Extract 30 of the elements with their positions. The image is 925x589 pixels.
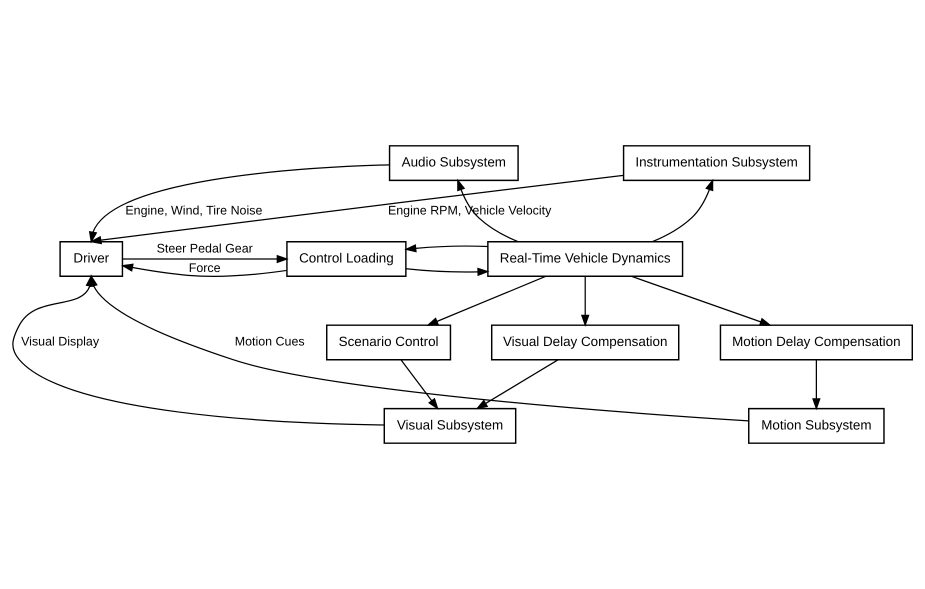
edge-label: Steer Pedal Gear (156, 242, 253, 256)
arrow (121, 263, 287, 277)
arrow (90, 274, 749, 422)
arrow (476, 359, 558, 410)
node-box: Instrumentation Subsystem (622, 145, 810, 182)
node-box: Real-Time Vehicle Dynamics (487, 241, 684, 277)
edge-label: Engine, Wind, Tire Noise (125, 203, 262, 218)
edge-label: Motion Cues (234, 334, 305, 349)
arrow (812, 360, 821, 410)
node-box: Control Loading (286, 241, 407, 277)
arrow (580, 276, 590, 327)
node-box: Motion Delay Compensation (720, 324, 913, 360)
arrow (457, 178, 518, 242)
arrow (89, 174, 624, 244)
edge-label: Force (188, 260, 221, 275)
node-box: Visual Subsystem (384, 408, 516, 444)
arrow (88, 164, 390, 244)
node-box: Driver (59, 241, 124, 277)
arrow (652, 178, 714, 242)
node-box: Visual Delay Compensation (490, 324, 680, 360)
arrow (122, 254, 289, 264)
node-box: Scenario Control (326, 324, 452, 360)
arrow (406, 268, 490, 276)
node-box: Motion Subsystem (748, 408, 885, 444)
arrow (632, 276, 772, 326)
arrow (400, 360, 439, 410)
arrow (404, 244, 488, 252)
node-box: Audio Subsystem (388, 145, 519, 182)
edge-label: Visual Display (21, 334, 100, 349)
arrow (426, 276, 546, 326)
